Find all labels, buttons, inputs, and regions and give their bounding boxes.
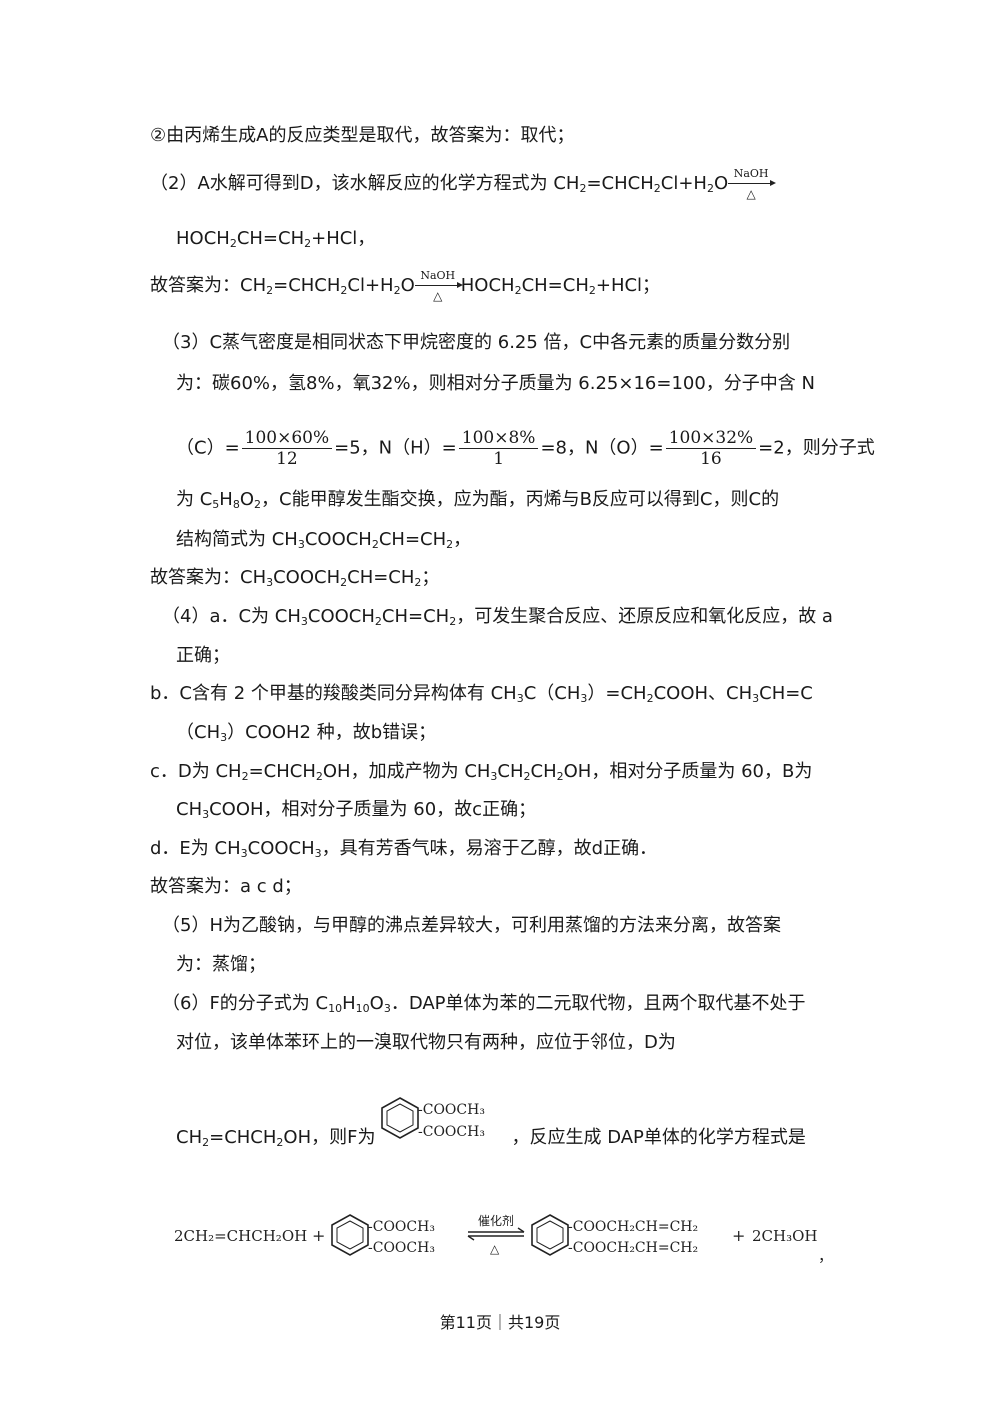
answer-line: HOCH2CH=CH2+HCl， [176, 228, 376, 250]
answer-line: c．D为 CH2=CHCH2OH，加成产物为 CH3CH2CH2OH，相对分子质… [150, 761, 813, 783]
answer-line: （4）a．C为 CH3COOCH2CH=CH2，可发生聚合反应、还原反应和氧化反… [162, 606, 833, 628]
answer-line: 正确； [176, 645, 230, 666]
fraction: 100×8%1 [458, 428, 539, 469]
answer-line: 故答案为：CH3COOCH2CH=CH2； [150, 567, 440, 589]
answer-line: 对位，该单体苯环上的一溴取代物只有两种，应位于邻位，D为 [176, 1032, 676, 1053]
catalyst-label: 催化剂 [478, 1213, 514, 1228]
answer-line: CH2=CHCH2OH，则F为，反应生成 DAP单体的化学方程式是 [176, 1127, 806, 1149]
substituent-label: -COOCH₂CH=CH₂ [568, 1219, 698, 1235]
substituent-label: -COOCH₃ [368, 1240, 435, 1256]
answer-line: 故答案为：a c d； [150, 876, 302, 897]
answer-line: 为：碳60%，氢8%，氧32%，则相对分子质量为 6.25×16=100，分子中… [176, 373, 815, 394]
answer-line: （CH3）COOH2 种，故b错误； [176, 722, 437, 744]
fraction: 100×60%12 [241, 428, 333, 469]
answer-line: b．C含有 2 个甲基的羧酸类同分异构体有 CH3C（CH3）=CH2COOH、… [150, 683, 813, 705]
substituent-label: -COOCH₂CH=CH₂ [568, 1240, 698, 1256]
reaction-arrow: NaOH△ [414, 270, 463, 302]
plus-sign: + [732, 1226, 745, 1245]
substituent-label: -COOCH₃ [418, 1124, 485, 1140]
plus-sign: + [312, 1226, 325, 1245]
reactant-allyl-alcohol: 2CH₂=CHCH₂OH [174, 1227, 307, 1245]
end-comma: ， [818, 1247, 832, 1265]
heat-symbol: △ [490, 1242, 500, 1256]
answer-line: d．E为 CH3COOCH3，具有芳香气味，易溶于乙醇，故d正确． [150, 838, 658, 860]
answer-line: （C）=100×60%12=5，N（H）=100×8%1=8，N（O）=100×… [176, 428, 875, 469]
page-footer: 第11页｜共19页 [439, 1313, 561, 1332]
answer-line: CH3COOH，相对分子质量为 60，故c正确； [176, 799, 537, 821]
answer-line: ②由丙烯生成A的反应类型是取代，故答案为：取代； [150, 125, 575, 146]
dap-equation-diagram: 2CH₂=CHCH₂OH + -COOCH₃ -COOCH₃ 催化剂 △ -CO… [174, 1213, 832, 1265]
answer-line: 为：蒸馏； [176, 954, 266, 975]
answer-line: （3）C蒸气密度是相同状态下甲烷密度的 6.25 倍，C中各元素的质量分数分别 [162, 332, 791, 353]
product-methanol: 2CH₃OH [752, 1227, 818, 1245]
answer-line: （6）F的分子式为 C10H10O3．DAP单体为苯的二元取代物，且两个取代基不… [162, 993, 806, 1015]
fraction: 100×32%16 [665, 428, 757, 469]
structure-f-diagram: -COOCH₃ -COOCH₃ [381, 1097, 485, 1140]
answer-line: 结构简式为 CH3COOCH2CH=CH2， [176, 529, 472, 551]
answer-line: （5）H为乙酸钠，与甲醇的沸点差异较大，可利用蒸馏的方法来分离，故答案 [162, 915, 781, 936]
answer-line: 为 C5H8O2，C能甲醇发生酯交换，应为酯，丙烯与B反应可以得到C，则C的 [176, 489, 780, 511]
substituent-label: -COOCH₃ [368, 1219, 435, 1235]
substituent-label: -COOCH₃ [418, 1102, 485, 1118]
reaction-arrow: NaOH△ [728, 168, 777, 200]
